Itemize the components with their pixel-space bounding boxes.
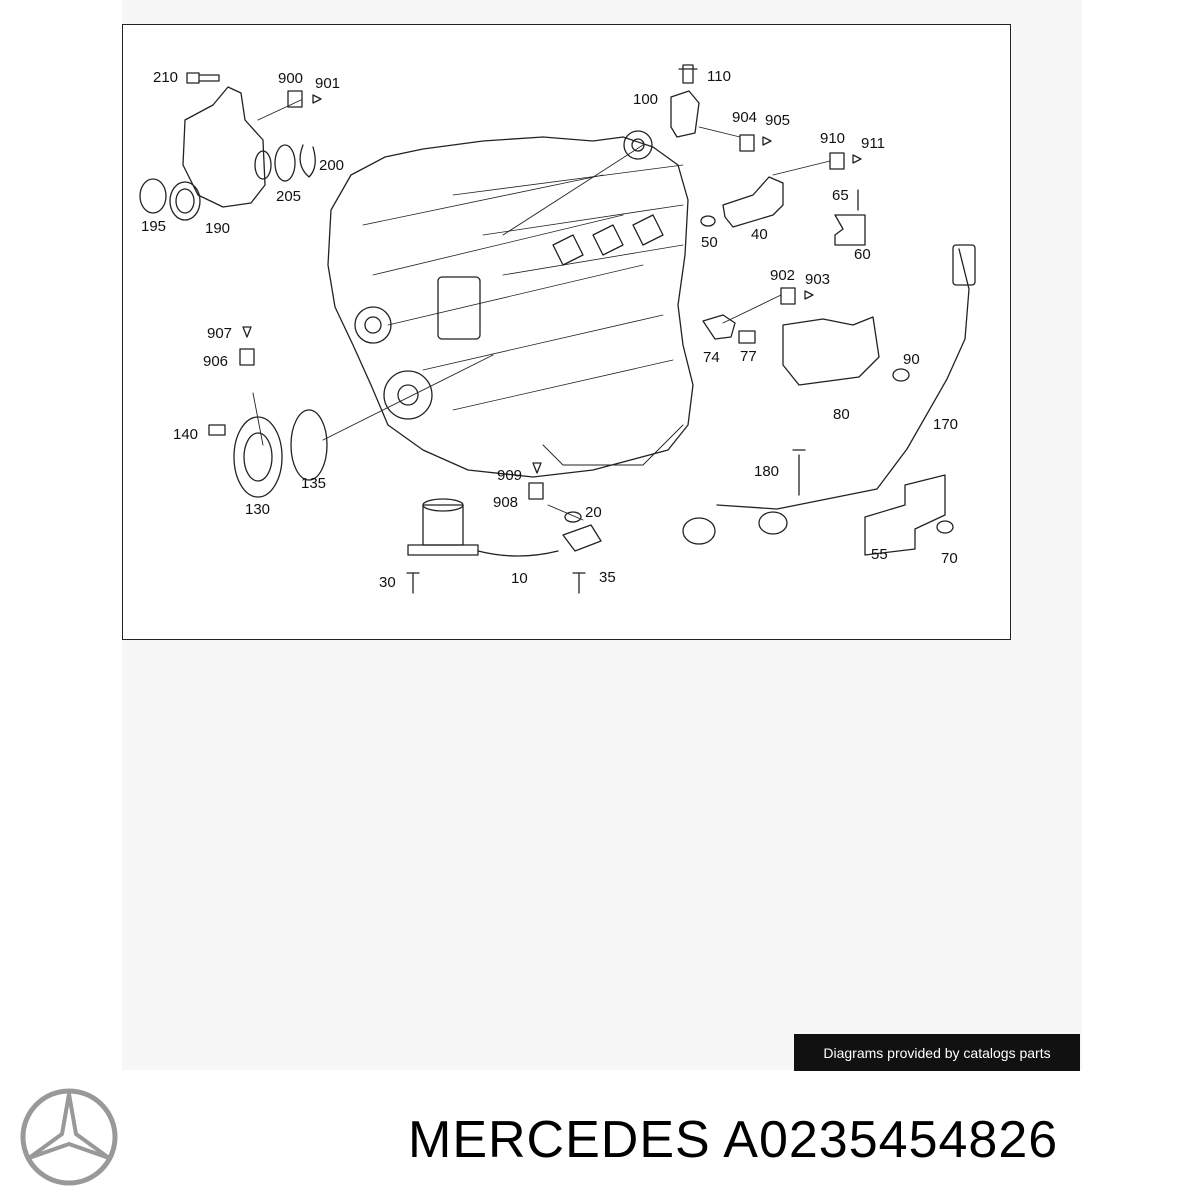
callout-55: 55 <box>871 546 888 563</box>
callout-908: 908 <box>493 494 518 511</box>
callout-200: 200 <box>319 157 344 174</box>
housing-190-drawing <box>182 86 266 208</box>
diagram-credit-text: Diagrams provided by catalogs parts <box>823 1044 1051 1061</box>
callout-70: 70 <box>941 550 958 567</box>
callout-904: 904 <box>732 109 757 126</box>
callout-60: 60 <box>854 246 871 263</box>
callout-905: 905 <box>765 112 790 129</box>
callout-50: 50 <box>701 234 718 251</box>
callout-10: 10 <box>511 570 528 587</box>
callout-90: 90 <box>903 351 920 368</box>
engine-block-drawing <box>327 136 694 478</box>
callout-40: 40 <box>751 226 768 243</box>
callout-110: 110 <box>707 68 731 85</box>
callout-74: 74 <box>703 349 720 366</box>
callout-20: 20 <box>585 504 602 521</box>
callout-35: 35 <box>599 569 616 586</box>
part-number-caption: MERCEDES A0235454826 <box>408 1111 1059 1169</box>
parts-diagram: 210 900 901 200 205 195 190 110 100 904 … <box>122 24 1011 640</box>
callout-140: 140 <box>173 426 198 443</box>
callout-190: 190 <box>205 220 230 237</box>
callout-210: 210 <box>153 69 178 86</box>
callout-909: 909 <box>497 467 522 484</box>
engine-exploded-view: 210 900 901 200 205 195 190 110 100 904 … <box>139 64 976 594</box>
callout-100: 100 <box>633 91 658 108</box>
diagram-credit-banner: Diagrams provided by catalogs parts <box>794 1034 1080 1071</box>
adjuster-130-drawing <box>233 416 283 498</box>
callout-900: 900 <box>278 70 303 87</box>
callout-135: 135 <box>301 475 326 492</box>
callout-130: 130 <box>245 501 270 518</box>
callout-907: 907 <box>207 325 232 342</box>
callout-903: 903 <box>805 271 830 288</box>
callout-77: 77 <box>740 348 757 365</box>
callout-180: 180 <box>754 463 779 480</box>
callout-80: 80 <box>833 406 850 423</box>
callout-195: 195 <box>141 218 166 235</box>
callout-911: 911 <box>861 135 885 152</box>
callout-906: 906 <box>203 353 228 370</box>
callout-65: 65 <box>832 187 849 204</box>
callout-910: 910 <box>820 130 845 147</box>
callout-30: 30 <box>379 574 396 591</box>
callout-205: 205 <box>276 188 301 205</box>
harness-170-drawing <box>716 248 970 510</box>
mercedes-star-logo <box>18 1086 120 1188</box>
bracket-80-drawing <box>782 316 880 386</box>
callout-170: 170 <box>933 416 958 433</box>
callout-902: 902 <box>770 267 795 284</box>
callout-901: 901 <box>315 75 340 92</box>
